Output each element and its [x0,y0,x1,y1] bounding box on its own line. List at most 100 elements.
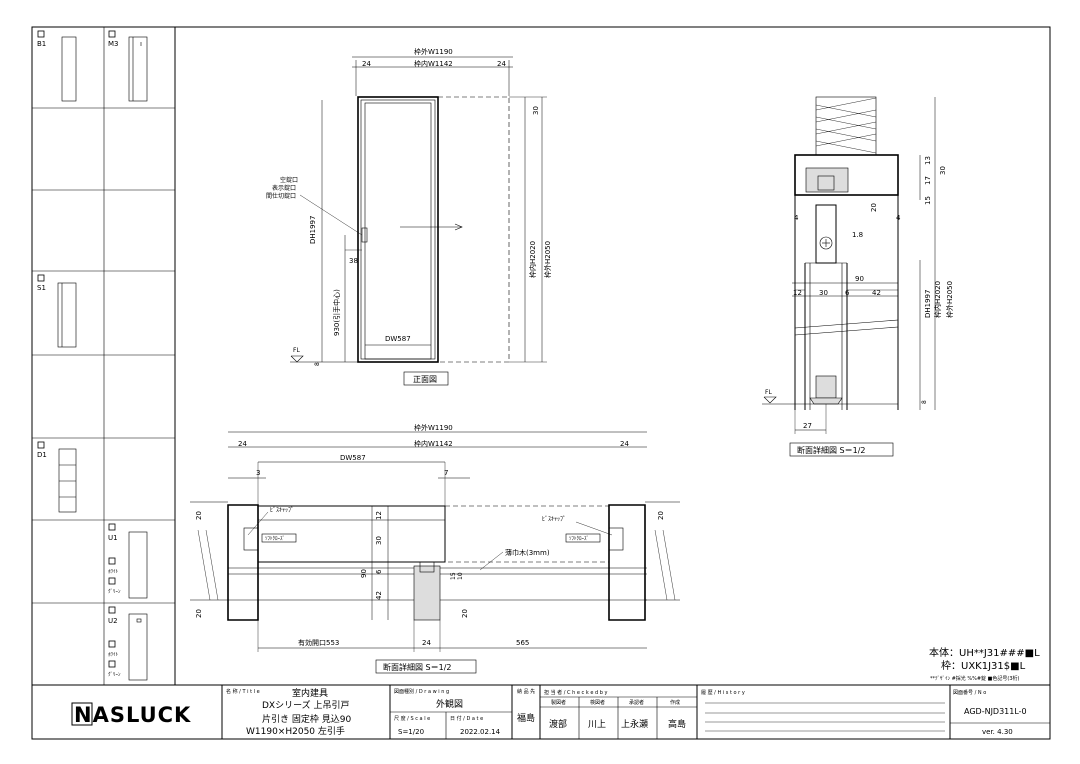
front-caption: 正面図 [413,375,437,384]
plan-screw-cap-right: ﾋﾞｽｷｬｯﾌﾟ [542,516,566,523]
sheet-border [31,26,1051,740]
front-dh: DH1997 [309,216,317,244]
role-2: 検図者 [590,699,605,706]
number-label: 図面番号 / N o [953,689,986,696]
variant-s1-label: S1 [37,284,46,292]
front-door-open-dashed [437,96,510,363]
front-dim-24a: 24 [362,60,371,68]
section-dim-42: 42 [872,289,881,297]
section-dim-17: 17 [924,176,932,185]
plan-dim-3: 3 [256,469,260,477]
check-label: 担 当 者 / C h e c k e d b y [544,689,608,696]
drawing-type: 外観図 [436,698,463,710]
plan-caption: 断面詳細図 S＝1/2 [383,662,452,672]
variant-u2-label: U2 [108,617,118,625]
date-value: 2022.02.14 [460,728,501,736]
front-inner-h: 枠内H2020 [528,241,537,278]
section-inner-h: 枠内H2020 [933,281,942,318]
section-dim-27: 27 [803,422,812,430]
spec-body: 本体：UH**J31###■L [929,646,1040,659]
variant-m3-label: M3 [108,40,119,48]
section-dim-90: 90 [855,275,864,283]
front-door-frame [357,96,439,363]
front-outer-h: 枠外H2050 [543,241,552,278]
lock-label-1: 空錠口 [280,176,298,184]
plan-left-jamb [227,504,259,621]
title-line-3: 片引き 固定枠 見込90 [262,713,351,725]
section-dim-1-8: 1.8 [852,231,863,239]
section-dim-30b: 30 [819,289,828,297]
history-label: 履 歴 / H i s t o r y [701,690,745,696]
section-dim-15: 15 [924,196,932,205]
variant-b1-label: B1 [37,40,46,48]
section-dim-6: 6 [845,289,850,297]
drawing-number: AGD-NJD311L-0 [964,707,1027,716]
variant-u1-white: ﾎﾜｲﾄ [108,569,119,575]
section-dim-30: 30 [939,166,947,175]
drawing-label: 図面種別 / D r a w i n g [394,688,449,695]
spec-frame: 枠：UXK1J31$■L [941,659,1026,672]
front-view: 枠外W1190 24 枠内W1142 24 空錠口 表示錠口 間仕切錠口 DH1… [266,47,552,386]
name-4: 高島 [668,718,686,730]
variant-m3: M3 [108,30,148,102]
section-dim-4b: 4 [896,214,901,222]
variant-grid [32,107,175,604]
spec-note: **ﾃﾞｻﾞｲﾝ #採光 %%#錠 ■色記号(3桁) [930,675,1020,682]
plan-dim-24c: 24 [422,639,431,647]
plan-soft-close-left: ｿﾌﾄｸﾛｰｽﾞ [265,535,285,542]
section-dim-8: 8 [921,400,928,404]
variant-b1: B1 [37,30,77,102]
front-fl-dim: 8 [314,362,321,366]
section-caption: 断面詳細図 S＝1/2 [797,445,866,455]
title-line-1: 室内建具 [292,687,328,699]
variant-d1-label: D1 [37,451,47,459]
plan-dim-30: 30 [375,536,383,545]
plan-opening: 有効開口553 [298,638,339,647]
section-fl: FL [765,389,772,396]
section-dim-12: 12 [793,289,802,297]
date-label: 日 付 / D a t e [450,715,483,722]
plan-dim-outer-w: 枠外W1190 [414,423,453,432]
section-dh: DH1997 [924,290,932,318]
front-dim-38: 38 [349,257,358,265]
name-2: 川上 [588,719,606,730]
plan-dim-24b: 24 [620,440,629,448]
variant-u1-label: U1 [108,534,118,542]
role-4: 作成 [670,699,680,706]
plan-dim-6: 6 [375,569,383,574]
front-dim-24b: 24 [497,60,506,68]
variant-u1-green: ｸﾞﾘｰﾝ [108,588,121,595]
spec-block: 本体：UH**J31###■L 枠：UXK1J31$■L **ﾃﾞｻﾞｲﾝ #採… [929,646,1040,682]
lock-label-3: 間仕切錠口 [266,192,296,200]
plan-dim-20c: 20 [657,511,665,520]
front-caption-box [403,371,449,386]
section-head-frame [794,154,899,196]
name-1: 渡部 [549,718,567,730]
client-value: 福島 [517,712,535,724]
plan-dim-inner-w: 枠内W1142 [414,439,453,448]
scale-label: 尺 度 / S c a l e [394,715,430,722]
title-line-4: W1190×H2050 左引手 [246,725,345,737]
plan-dim-565: 565 [516,639,529,647]
plan-dim-20a: 20 [195,511,203,520]
section-floor-guide [815,375,837,399]
plan-floor-guide [413,565,441,621]
lock-label-2: 表示錠口 [272,184,296,192]
variant-s1: S1 [37,274,77,348]
plan-dim-10: 10 [457,572,464,580]
variant-d1: D1 [37,441,77,513]
section-rail [805,167,849,193]
plan-dim-42: 42 [375,591,383,600]
title-label: 名 称 / T i t l e [226,688,260,695]
variant-u1: U1 ﾎﾜｲﾄ ｸﾞﾘｰﾝ [108,523,148,599]
front-door-leaf [364,102,432,360]
front-dim-30: 30 [532,106,540,115]
plan-view: 枠外W1190 24 枠内W1142 24 DW587 3 7 20 20 [190,423,680,674]
version: ver. 4.30 [982,728,1013,736]
variant-u2: U2 ﾎﾜｲﾄ ｸﾞﾘｰﾝ [108,606,148,681]
role-3: 承認者 [629,699,644,706]
nasluck-logo: NASLUCK [74,703,191,727]
front-dim-inner-w: 枠内W1142 [414,59,453,68]
plan-dim-24a: 24 [238,440,247,448]
